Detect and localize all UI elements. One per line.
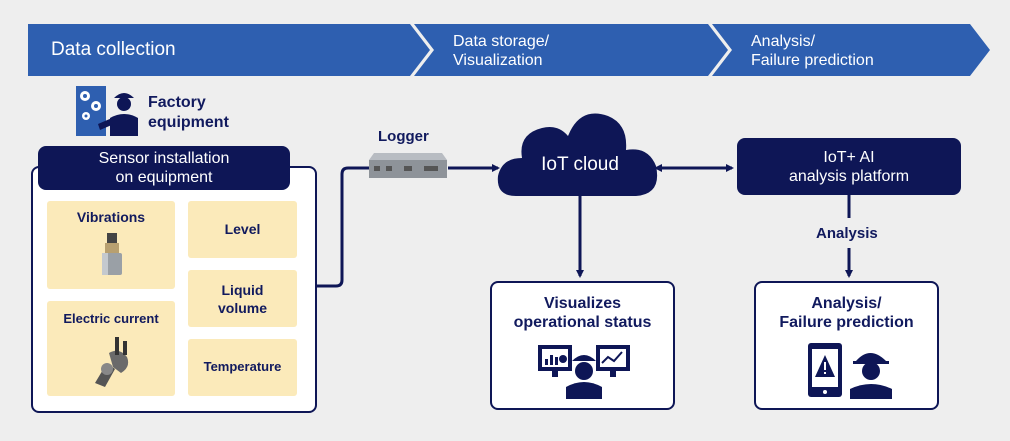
current-clamp-icon [95, 337, 129, 387]
factory-equipment-label: Factory equipment [148, 93, 229, 133]
stage-chevron-data-storage [414, 24, 728, 76]
tile-label: Temperature [203, 359, 282, 374]
stage-label-line: Failure prediction [751, 52, 874, 69]
process-stage-bar [28, 24, 990, 76]
failure-title-line: Analysis/ [811, 295, 882, 312]
factory-label-line: Factory [148, 94, 206, 111]
visualize-title-line: operational status [513, 314, 652, 331]
tile-label-line: Liquid [221, 282, 264, 298]
alert-tablet-worker-icon [808, 343, 892, 399]
visualize-title-line: Visualizes [543, 295, 622, 312]
stage-label-line: Visualization [453, 52, 543, 69]
sensor-tile-level: Level [188, 201, 297, 258]
sensor-tile-temperature: Temperature [188, 339, 297, 396]
sensor-tile-electric-current: Electric current [47, 301, 175, 396]
stage-chevron-data-collection [28, 24, 430, 76]
sensor-header-line: Sensor installation [98, 150, 230, 167]
platform-label-line: analysis platform [788, 167, 910, 185]
iot-cloud-label: IoT cloud [541, 154, 619, 175]
monitoring-operator-icon [538, 345, 630, 399]
vibration-sensor-icon [102, 233, 122, 275]
stage-chevron-analysis [712, 24, 990, 76]
platform-label-line: IoT+ AI [823, 148, 875, 166]
logger-label: Logger [378, 128, 429, 145]
factory-label-line: equipment [148, 114, 229, 131]
failure-title-line: Failure prediction [779, 314, 914, 331]
sensor-tile-liquid-volume: Liquid volume [188, 270, 297, 327]
tile-label: Level [224, 221, 261, 237]
iot-cloud-shape [497, 113, 658, 196]
stage-label-analysis: Analysis/ Failure prediction [751, 32, 874, 70]
analysis-label: Analysis [816, 225, 878, 242]
stage-label-data-collection: Data collection [51, 39, 176, 60]
logger-device-icon [369, 153, 447, 178]
tile-label: Vibrations [76, 209, 146, 225]
factory-worker-icon [76, 86, 138, 136]
stage-label-data-storage: Data storage/ Visualization [453, 32, 549, 70]
stage-label-line: Data storage/ [453, 33, 550, 50]
sensor-to-logger-line [317, 166, 370, 288]
tile-label: Liquid volume [188, 281, 297, 317]
tile-label: Electric current [63, 311, 159, 326]
sensor-tile-vibrations: Vibrations [47, 201, 175, 289]
tile-label-line: volume [217, 300, 267, 316]
failure-prediction-title: Analysis/ Failure prediction [756, 294, 937, 332]
visualize-box-title: Visualizes operational status [492, 294, 673, 332]
sensor-installation-header: Sensor installation on equipment [38, 146, 290, 190]
sensor-header-line: on equipment [115, 169, 213, 186]
stage-label-line: Analysis/ [751, 33, 816, 50]
iot-ai-platform-box: IoT+ AI analysis platform [737, 138, 961, 195]
visualize-box: Visualizes operational status [490, 281, 675, 410]
failure-prediction-box: Analysis/ Failure prediction [754, 281, 939, 410]
